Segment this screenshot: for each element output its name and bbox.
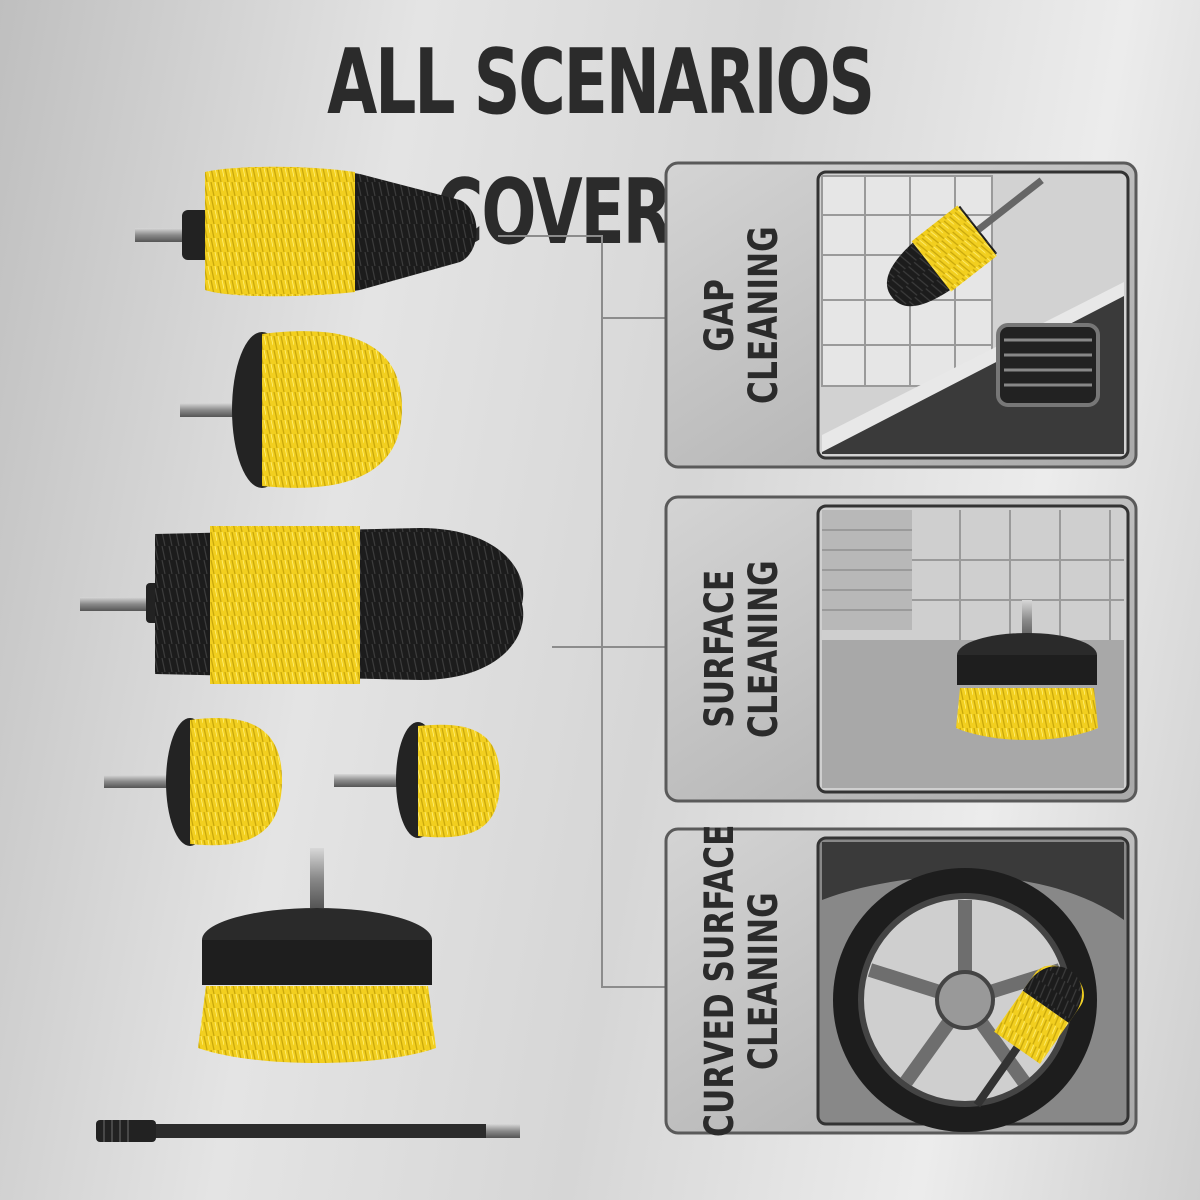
- small-brush-right-icon: [334, 722, 500, 838]
- scenario-panel-gap: [664, 161, 1138, 469]
- surface-brush-icon: [956, 600, 1098, 740]
- label-surface-cleaning: SURFACE CLEANING: [697, 560, 787, 738]
- gap-brush-icon: [887, 177, 1044, 307]
- scenario-panel-curved: [664, 827, 1138, 1135]
- wheel-illustration: [833, 868, 1097, 1132]
- extension-rod-icon: [96, 1120, 520, 1142]
- scenario-panel-surface: [664, 495, 1138, 803]
- label-gap-cleaning: GAP CLEANING: [697, 226, 787, 404]
- connector-lines: [498, 235, 666, 988]
- label-curved-surface-cleaning: CURVED SURFACE CLEANING: [697, 824, 787, 1138]
- bullet-brush-icon: [135, 166, 477, 297]
- small-brush-left-icon: [104, 718, 282, 846]
- disc-brush-icon: [198, 848, 436, 1063]
- curved-brush-icon: [973, 965, 1084, 1108]
- long-brush-icon: [80, 526, 524, 684]
- round-brush-icon: [180, 331, 402, 488]
- air-vent-icon: [996, 323, 1100, 407]
